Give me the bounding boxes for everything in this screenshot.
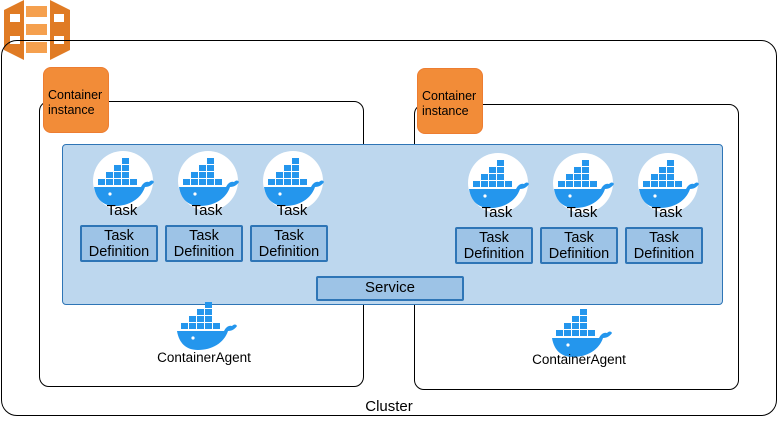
docker-whale-icon: [638, 153, 699, 213]
task-definition-box: Task Definition: [250, 225, 328, 262]
docker-whale-icon: [177, 302, 237, 350]
docker-whale-icon: [263, 151, 324, 211]
service-box: Service: [316, 276, 464, 301]
container-instance-label: Container instance: [48, 88, 103, 117]
docker-whale-icon: [553, 153, 614, 213]
task-label: Task: [481, 204, 513, 221]
task-definition-box: Task Definition: [455, 227, 533, 264]
container-instance-badge-left: Container instance: [43, 67, 109, 133]
container-instance-label: Container instance: [422, 89, 477, 118]
cluster-frame: [1, 40, 777, 416]
task-label: Task: [651, 204, 683, 221]
docker-whale-icon: [178, 151, 239, 211]
task-label: Task: [191, 202, 223, 219]
task-definition-box: Task Definition: [625, 227, 703, 264]
container-agent-label-left: ContainerAgent: [157, 350, 251, 365]
docker-whale-icon: [93, 151, 154, 211]
container-instance-badge-right: Container instance: [417, 68, 483, 134]
task-label: Task: [276, 202, 308, 219]
task-definition-box: Task Definition: [80, 225, 158, 262]
task-definition-box: Task Definition: [540, 227, 618, 264]
task-label: Task: [566, 204, 598, 221]
container-agent-label-right: ContainerAgent: [532, 352, 626, 367]
task-definition-box: Task Definition: [165, 225, 243, 262]
task-label: Task: [106, 202, 138, 219]
cluster-label: Cluster: [365, 398, 413, 415]
docker-whale-icon: [468, 153, 529, 213]
